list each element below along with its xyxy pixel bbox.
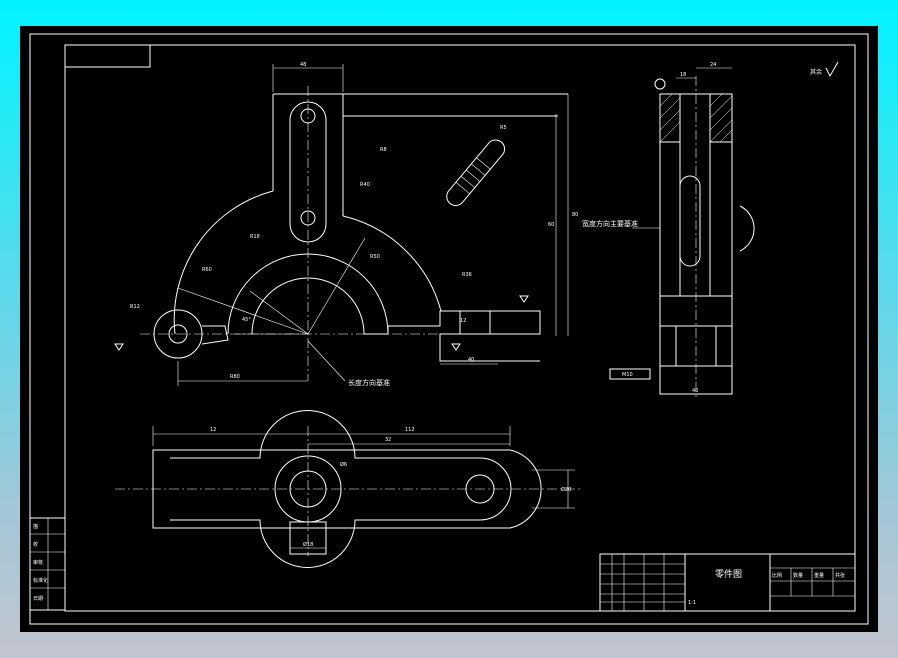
title-block: 零件图 比例 数量 重量 共张 1:1 xyxy=(599,553,856,612)
dim-r60: R60 xyxy=(202,267,212,273)
front-view: 48 80 60 R80 40 R40 R18 R50 R60 R36 R12 … xyxy=(114,62,578,387)
length-datum-note: 长度方向基准 xyxy=(348,378,390,387)
corner-tag-box xyxy=(64,44,151,68)
svg-text:其余: 其余 xyxy=(810,68,822,76)
table-label-date: 日期 xyxy=(33,596,43,602)
width-datum-note: 宽度方向主要基准 xyxy=(582,219,638,228)
dim-bottom-h: 32 xyxy=(385,437,391,443)
inner-frame xyxy=(64,44,856,612)
dim-top-width: 48 xyxy=(300,62,306,68)
dim-horiz-left: R80 xyxy=(230,374,240,380)
dim-slot-r2: R8 xyxy=(380,147,387,153)
left-side-table: 描 校 审核 标准化 日期 xyxy=(29,517,66,611)
dim-top-view-w: Ø20 xyxy=(561,486,571,493)
dim-r36: R36 xyxy=(462,272,472,278)
dim-overall-height: 80 xyxy=(572,212,578,218)
bolt-callout: M10 xyxy=(622,372,633,378)
technical-drawing: 描 校 审核 标准化 日期 零件图 比例 数量 重量 共张 1:1 其余 xyxy=(29,33,869,625)
dim-r50: R50 xyxy=(370,254,380,260)
table-label-standard: 标准化 xyxy=(33,577,48,584)
top-view: 12 112 32 Ø18 Ø20 Ø6 xyxy=(115,410,580,568)
dim-bottom-len: 112 xyxy=(405,427,415,433)
dim-r18: R18 xyxy=(250,234,260,240)
tb-header-scale: 比例 xyxy=(772,572,782,579)
dim-bottom-offset: 12 xyxy=(210,427,216,433)
dim-left-radius: R12 xyxy=(130,304,140,310)
outer-frame xyxy=(29,33,869,625)
dim-side-total: 40 xyxy=(692,388,698,394)
part-drawing-title: 零件图 xyxy=(715,568,742,580)
tb-header-qty: 数量 xyxy=(793,572,803,579)
dim-hole-dia: Ø6 xyxy=(340,461,347,468)
drawing-canvas: 描 校 审核 标准化 日期 零件图 比例 数量 重量 共张 1:1 其余 xyxy=(20,26,878,632)
side-view: 24 18 40 M10 宽度方向主要基准 xyxy=(582,62,755,398)
roughness-note: 其余 xyxy=(810,61,839,78)
tb-header-weight: 重量 xyxy=(814,572,824,579)
dim-r40: R40 xyxy=(360,182,370,188)
table-label-check: 校 xyxy=(33,541,38,548)
dim-side-w2: 18 xyxy=(680,72,686,78)
tb-header-sheets: 共张 xyxy=(835,572,845,579)
table-label-review: 审核 xyxy=(33,559,43,566)
dim-side-w1: 24 xyxy=(710,62,716,68)
dim-slot-r: R5 xyxy=(500,125,507,131)
dim-horiz-right: 40 xyxy=(468,357,474,363)
tb-scale-note: 1:1 xyxy=(688,600,696,606)
dim-base-offset: 12 xyxy=(460,318,466,324)
dim-angle: 45° xyxy=(242,317,251,323)
table-label-draw: 描 xyxy=(33,523,38,530)
dim-top-view-dia: Ø18 xyxy=(303,541,313,548)
dim-inner-height: 60 xyxy=(548,222,554,228)
